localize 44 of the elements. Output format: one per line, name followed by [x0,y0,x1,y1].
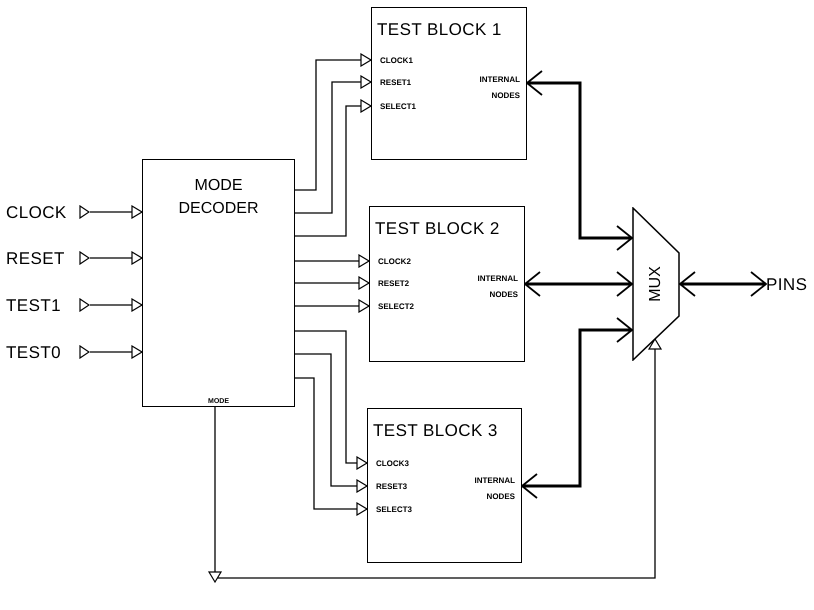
port-label: INTERNAL NODES [478,74,520,102]
signal-line [295,299,370,313]
block-title: MODE DECODER [177,176,260,219]
pin-label: SELECT3 [376,506,412,514]
decoder-block [142,159,295,407]
signal-label: PINS [766,276,808,292]
signal-label: CLOCK [6,204,67,220]
signal-line [90,345,143,359]
test-block [371,7,527,160]
bus-arrow [524,271,633,297]
pin-label: CLOCK3 [376,460,409,468]
signal-label: TEST0 [6,344,62,360]
bus-arrow [679,271,767,297]
pin-label: CLOCK2 [378,258,411,266]
pin-label: SELECT2 [378,303,414,311]
signal-line [90,205,143,219]
signal-line [295,75,372,214]
signal-label: RESET [6,250,65,266]
port-label: INTERNAL NODES [474,475,515,503]
test-block [369,206,525,362]
port-label: INTERNAL NODES [476,273,518,301]
block-title: TEST BLOCK 1 [377,21,502,38]
signal-line [295,53,372,191]
pin-label: RESET2 [378,280,410,288]
signal-line [214,338,662,579]
block-title: TEST BLOCK 2 [375,220,500,237]
bus-arrow [521,317,633,499]
signal-line [90,251,143,265]
signal-line [90,298,143,312]
mux-label: MUX [648,266,664,302]
signal-line [295,254,370,268]
bus-arrow [526,70,633,251]
signal-line [295,353,368,493]
test-block [367,408,522,563]
pin-label: SELECT1 [380,103,416,111]
signal-line [295,276,370,290]
signal-line [295,330,368,470]
pin-label: RESET3 [376,483,408,491]
signal-line [295,377,368,516]
signal-label: TEST1 [6,296,62,314]
pin-label: CLOCK1 [380,57,413,65]
pin-label: RESET1 [380,79,412,87]
block-title: TEST BLOCK 3 [373,422,498,439]
signal-line [295,99,372,237]
